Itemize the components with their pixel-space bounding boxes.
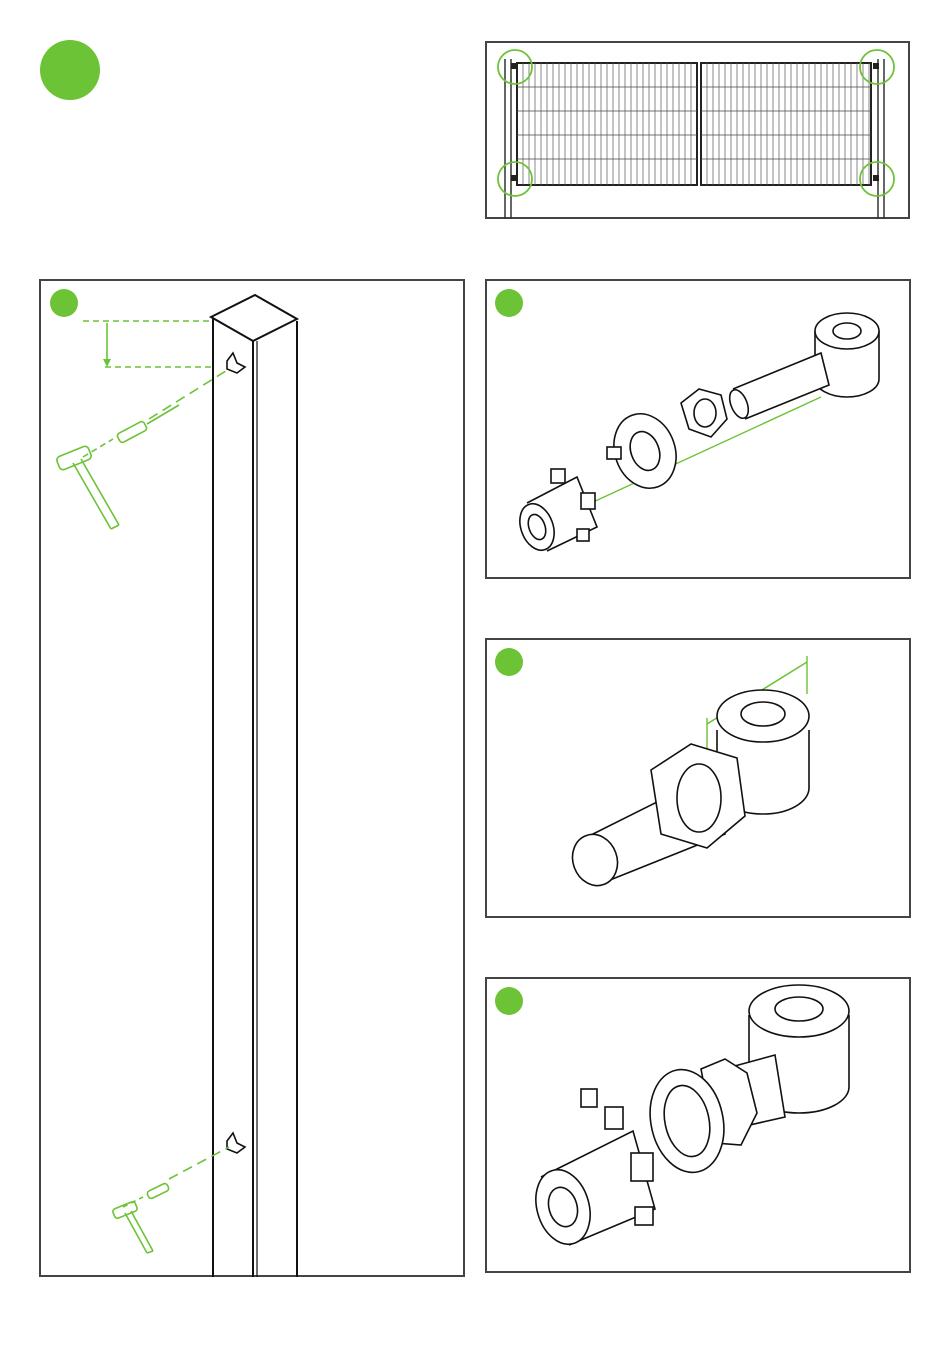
double-gate-drawing [485,41,910,219]
post-drawing [39,279,465,1277]
post-drilling-panel [39,279,465,1277]
step-badge [40,40,100,100]
hinge-exploded-panel [485,279,911,579]
overview-panel [485,41,910,219]
hinge-adjust-drawing [485,638,911,918]
hammer-icon [56,445,119,529]
hinge-adjust-panel [485,638,911,918]
hinge-assembled-panel [485,977,911,1273]
hinge-exploded-drawing [485,279,911,579]
hammer-icon [112,1201,153,1253]
hinge-assembled-drawing [485,977,911,1273]
